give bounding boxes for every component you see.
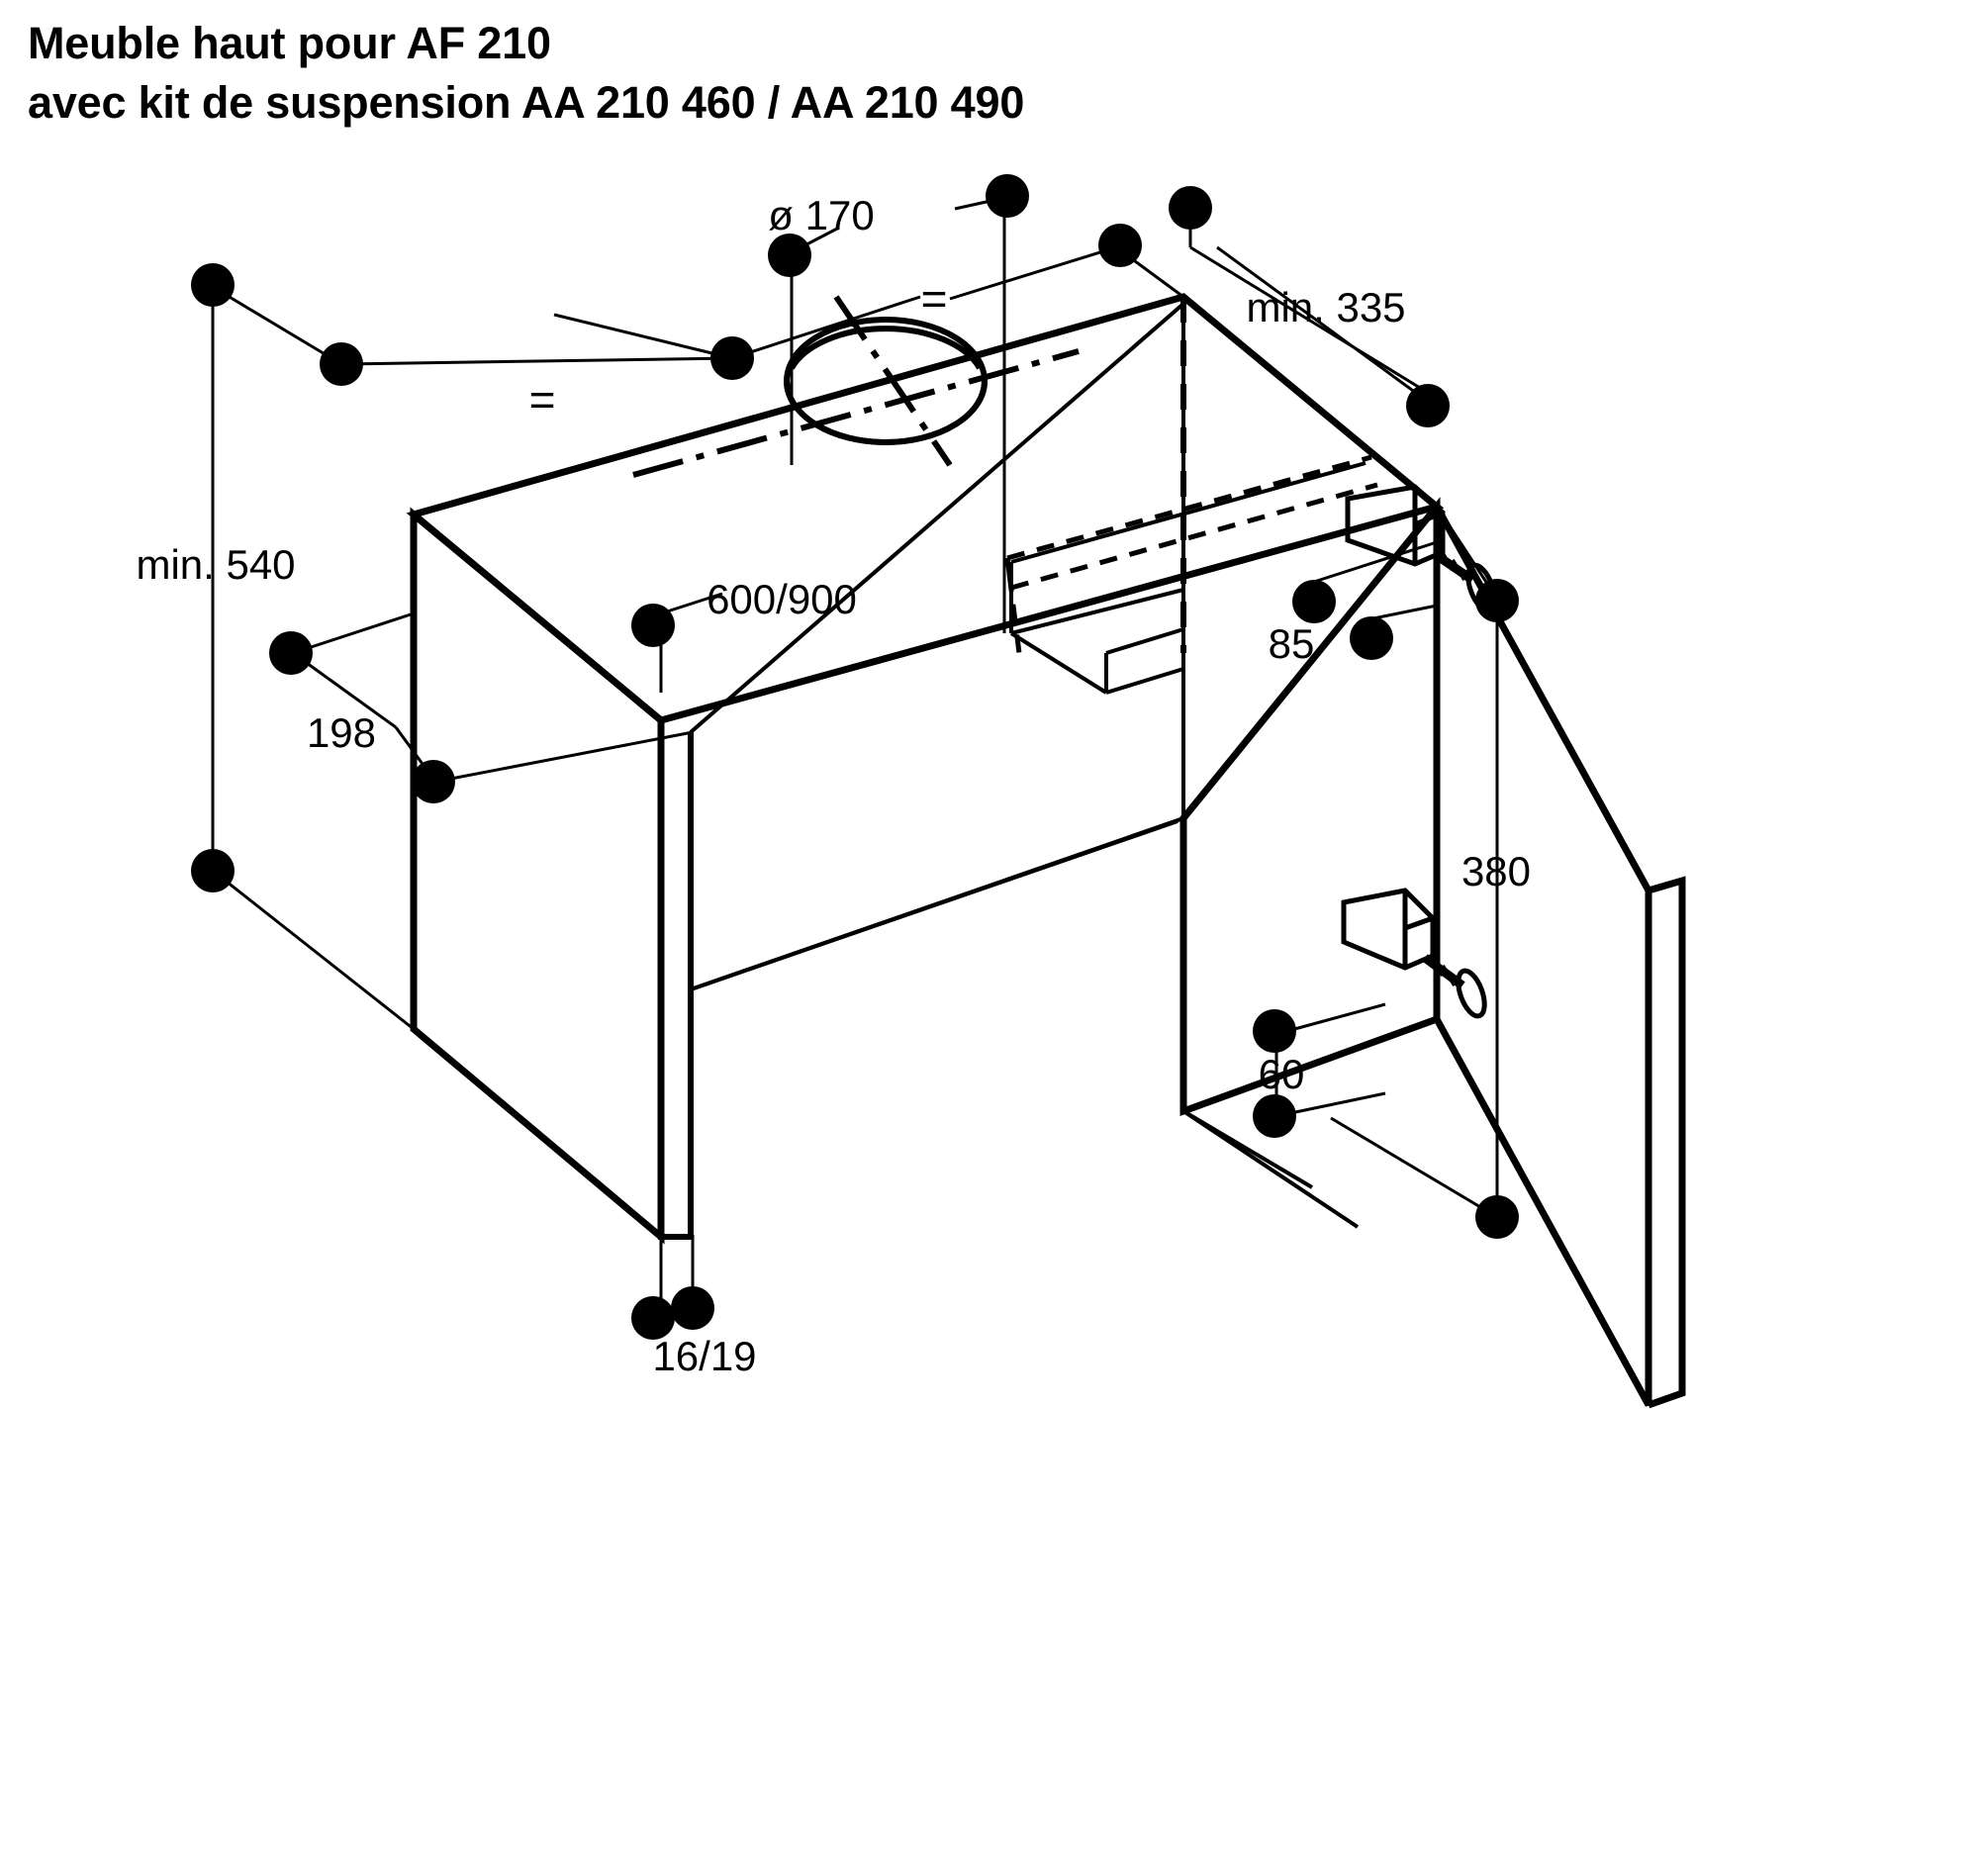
- lower-bracket-screw-threads: [1429, 953, 1457, 987]
- cabinet-bottom-shelf: [690, 816, 1360, 1229]
- dim-label-panel-thickness: 16/19: [652, 1333, 756, 1379]
- dot-eq-right-top: [1098, 224, 1142, 267]
- duct-cutout: [784, 317, 988, 445]
- eq-left-corner: [340, 356, 733, 366]
- page-title-line-2: avec kit de suspension AA 210 460 / AA 2…: [28, 77, 1025, 128]
- dot-eq-left-mid: [710, 336, 754, 380]
- cabinet-door-panel: [1433, 505, 1686, 1409]
- dim-label-bottom-offset: 60: [1259, 1051, 1305, 1097]
- dim380-bottom-leader: [1330, 1116, 1498, 1219]
- title-block: Meuble haut pour AF 210 avec kit de susp…: [28, 14, 1512, 133]
- door-thickness-edge: [1647, 876, 1686, 1409]
- dot-min540-top: [191, 263, 235, 307]
- suspension-rail: [1009, 461, 1366, 695]
- dim198-lower-leader: [292, 651, 397, 729]
- dim85-lower-leader: [1372, 604, 1438, 620]
- dot-dim600: [631, 604, 675, 647]
- dot-duct-dia-left: [768, 234, 811, 277]
- dot-eq-left-far: [320, 342, 363, 386]
- hidden-rail-bottom: [1010, 482, 1378, 591]
- dim-label-door-height: 380: [1461, 848, 1531, 894]
- upper-bracket-fold: [1345, 487, 1444, 564]
- dot-min335-top: [1169, 186, 1212, 230]
- dot-min335-bottom: [1406, 384, 1450, 427]
- upper-bracket-screw-threads: [1439, 548, 1466, 582]
- lower-bracket-fold: [1341, 891, 1434, 968]
- hidden-rail-outline: [1004, 454, 1378, 654]
- cabinet-bottom-line-left: [690, 816, 1184, 991]
- rail-underside: [1105, 667, 1184, 695]
- cabinet-bottom-line-right-2: [1181, 1109, 1360, 1229]
- dot-dim198-bottom: [412, 760, 455, 803]
- dot-dim1619-right: [671, 1286, 714, 1330]
- dim600-leader-label: [660, 592, 723, 615]
- lower-bracket-screw-head: [1456, 968, 1487, 1019]
- dim198-bottom-leader: [434, 730, 694, 784]
- eq-left-up: [731, 295, 921, 360]
- dot-dim85-upper: [1292, 580, 1336, 623]
- dimension-lines: [211, 196, 1499, 1316]
- hidden-rail-left-drop: [1006, 573, 1022, 654]
- dot-dim60-lower: [1253, 1094, 1296, 1138]
- dot-dim198-top: [269, 631, 313, 675]
- dot-dim380-top: [1475, 579, 1519, 622]
- eq-left-leader: [553, 313, 733, 360]
- eq-left-corner-2: [212, 285, 342, 366]
- eq-right-leader: [949, 245, 1117, 301]
- dimension-terminator-dots: [191, 174, 1519, 1340]
- lower-bracket-body: [1341, 888, 1436, 971]
- min540-lower-leader: [212, 869, 415, 1031]
- page-title-line-1: Meuble haut pour AF 210: [28, 18, 551, 68]
- dim-label-equal-right: =: [921, 273, 948, 325]
- dim198-upper-leader: [292, 611, 415, 655]
- dim-label-min-height: min. 540: [136, 541, 295, 588]
- dot-duct-dia-right: [986, 174, 1029, 218]
- dot-dim1619-left: [631, 1296, 675, 1340]
- duct-inner-arc: [784, 380, 988, 445]
- dim-label-min-depth: min. 335: [1246, 284, 1405, 330]
- hidden-rail-left-end: [1004, 557, 1014, 589]
- dim-label-duct-diameter: ø 170: [768, 192, 874, 238]
- min335-leader-diag: [1189, 245, 1426, 393]
- min335-leader-bottom: [1216, 245, 1421, 398]
- door-front-face: [1433, 505, 1652, 1407]
- dot-dim85-lower: [1350, 616, 1393, 660]
- hinge-bracket-lower: [1341, 888, 1487, 1019]
- cabinet-left-side-edge: [658, 720, 694, 1240]
- hidden-rail-top: [1006, 454, 1372, 561]
- dim-label-bracket-offset: 85: [1269, 620, 1315, 667]
- dot-dim60-upper: [1253, 1009, 1296, 1053]
- rail-left-end-b: [1009, 631, 1108, 695]
- dim-label-equal-left: =: [529, 374, 556, 425]
- rail-inner-line: [1105, 627, 1184, 655]
- dot-dim380-bottom: [1475, 1195, 1519, 1239]
- rail-front-line: [1010, 588, 1184, 635]
- cabinet-left-side-outer: [410, 507, 665, 1245]
- dim-label-cabinet-width: 600/900: [707, 576, 857, 622]
- duct-inner-arc-top: [789, 326, 983, 370]
- dot-min540-bottom: [191, 849, 235, 892]
- dim-label-panel-height: 198: [307, 709, 376, 756]
- dim85-upper-leader: [1313, 540, 1438, 584]
- centre-line-cross: [833, 295, 953, 467]
- rail-top-line: [1010, 461, 1366, 564]
- centre-line-long: [632, 348, 1080, 478]
